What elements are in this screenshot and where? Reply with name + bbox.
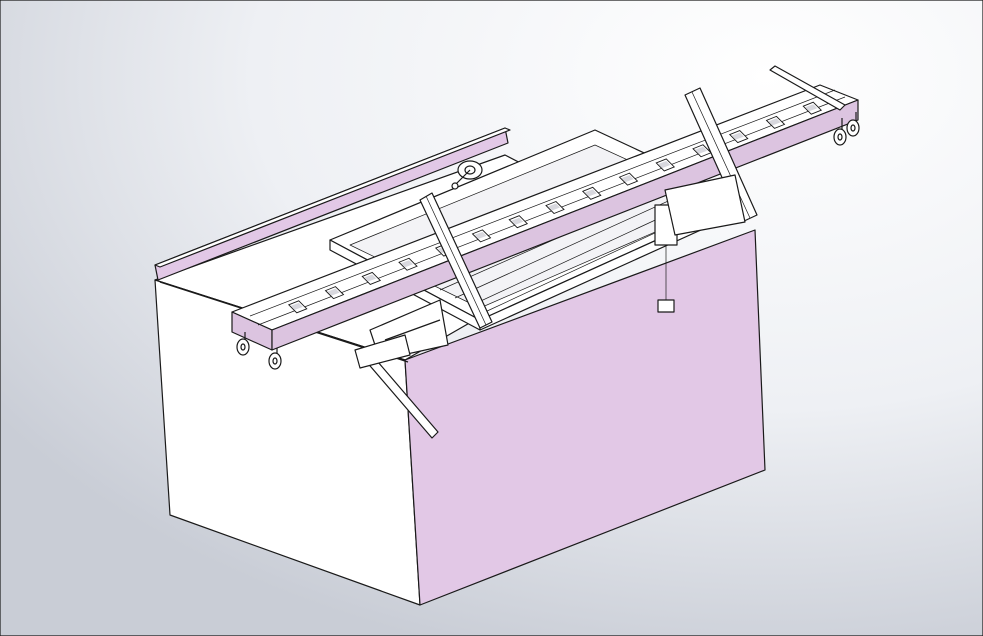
caster-front-right bbox=[268, 348, 282, 370]
caster-front-left bbox=[236, 332, 250, 356]
rail-long-side bbox=[271, 99, 859, 351]
ladder-rungs bbox=[287, 101, 823, 314]
ladder-rung-shadow bbox=[768, 118, 781, 126]
lever-rod[interactable] bbox=[354, 334, 439, 439]
crank-handle[interactable] bbox=[451, 160, 483, 190]
ladder-rung-shadow bbox=[621, 175, 634, 183]
extension-bar-body bbox=[769, 65, 846, 111]
left-arm-edge bbox=[425, 195, 487, 326]
ladder-rung-shadow bbox=[731, 132, 744, 140]
right-support-arm[interactable] bbox=[664, 87, 758, 236]
right-arm-edge bbox=[691, 91, 751, 219]
ladder-rung-shadow bbox=[548, 203, 560, 211]
lever-bracket bbox=[354, 334, 411, 369]
caster-wheels[interactable] bbox=[236, 112, 860, 370]
extension-bar[interactable] bbox=[769, 65, 846, 111]
right-arm-base bbox=[664, 174, 746, 236]
ladder-rung-shadow bbox=[474, 231, 487, 239]
left-arm-strut bbox=[384, 319, 441, 341]
ladder-rung-shadow bbox=[327, 288, 340, 296]
cabinet-right-face bbox=[404, 229, 766, 606]
drive-coupling bbox=[657, 299, 675, 313]
rear-plate[interactable] bbox=[154, 127, 511, 281]
rear-plate-top bbox=[154, 127, 511, 268]
caster-rear-left bbox=[833, 118, 847, 146]
ladder-rail[interactable] bbox=[231, 84, 859, 351]
crank-knob bbox=[451, 182, 459, 190]
ladder-rung-shadow bbox=[584, 189, 597, 197]
ladder-rung-shadow bbox=[695, 146, 707, 154]
ladder-rung-shadow bbox=[805, 104, 818, 112]
ladder-rung-shadow bbox=[401, 260, 413, 268]
ladder-rung-shadow bbox=[511, 217, 524, 225]
crank-arm bbox=[454, 169, 471, 186]
caster-rear-right bbox=[846, 112, 860, 137]
rail-inner-line bbox=[249, 89, 836, 317]
ladder-rung-shadow bbox=[658, 160, 671, 168]
ladder-rung-shadow bbox=[364, 274, 377, 282]
ladder-rung-shadow bbox=[290, 302, 303, 310]
